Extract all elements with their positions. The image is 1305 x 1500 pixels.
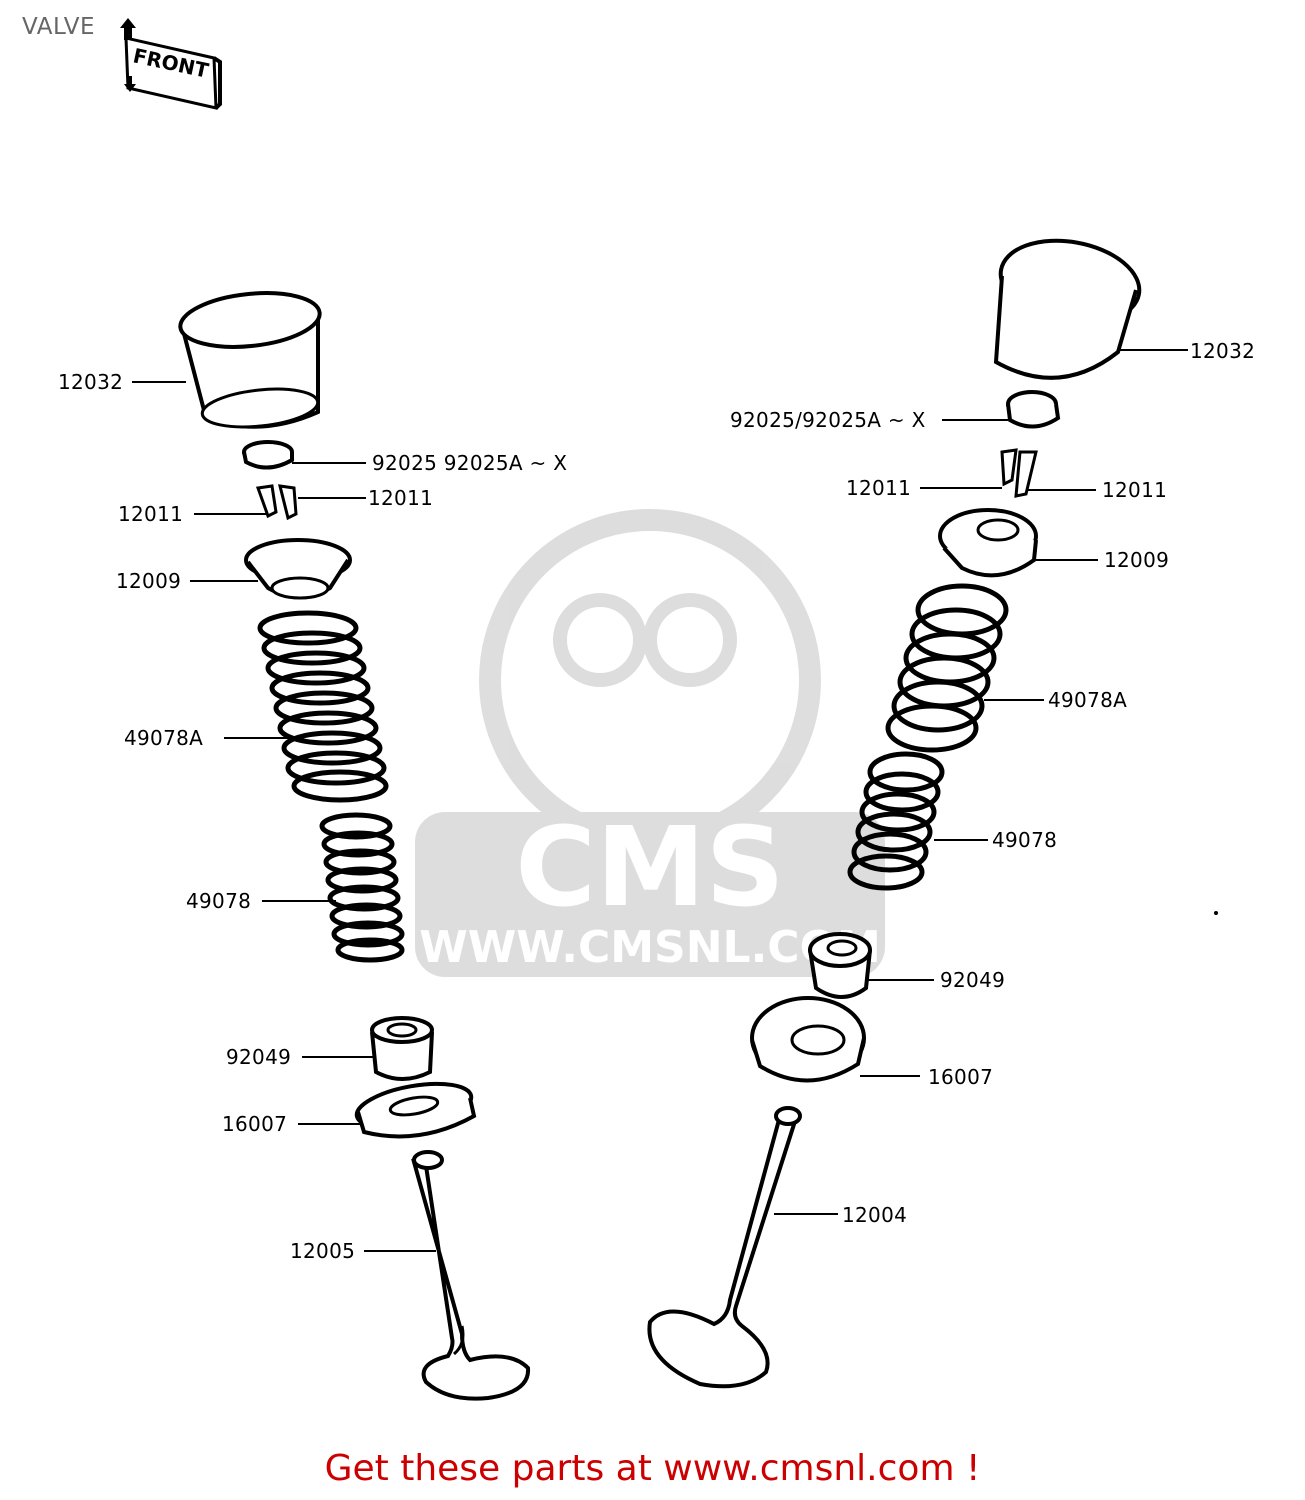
- left-retainer-label: 12009: [116, 569, 181, 593]
- right-spring-seat-part: [750, 996, 866, 1083]
- right-tappet-part: [993, 238, 1142, 380]
- right-outer-spring-part: [885, 583, 1009, 753]
- left-spring-seat-part: [354, 1081, 477, 1139]
- right-inner-spring-label: 49078: [992, 828, 1057, 852]
- right-stem-seal-part: [808, 932, 872, 999]
- right-shim-part: [1006, 390, 1061, 429]
- right-retainer-label: 12009: [1104, 548, 1169, 572]
- left-shim-part: [242, 440, 294, 470]
- left-outer-spring-label: 49078A: [124, 726, 203, 750]
- left-shim-label: 92025 92025A ~ X: [372, 451, 567, 475]
- left-stem-seal-part: [370, 1016, 434, 1081]
- right-inner-spring-part: [847, 751, 945, 891]
- watermark-mascot: [479, 509, 821, 851]
- page-title: VALVE: [22, 14, 96, 40]
- footer-link[interactable]: Get these parts at www.cmsnl.com !: [324, 1448, 981, 1489]
- left-cotter-right-label: 12011: [368, 486, 433, 510]
- watermark-url: WWW.CMSNL.COM: [419, 922, 881, 973]
- right-shim-label: 92025/92025A ~ X: [730, 408, 926, 432]
- left-tappet-label: 12032: [58, 370, 123, 394]
- right-valve-assembly: [647, 238, 1142, 1389]
- right-stem-seal-label: 92049: [940, 968, 1005, 992]
- right-cotter-right-label: 12011: [1102, 478, 1167, 502]
- left-valve-part: [411, 1150, 531, 1401]
- right-spring-seat-label: 16007: [928, 1065, 993, 1089]
- right-valve-label: 12004: [842, 1203, 907, 1227]
- left-tappet-part: [178, 291, 322, 429]
- left-stem-seal-label: 92049: [226, 1045, 291, 1069]
- left-cotters-part: [255, 484, 298, 521]
- left-cotter-left-label: 12011: [118, 502, 183, 526]
- watermark-brand: CMS: [515, 803, 784, 931]
- left-inner-spring-label: 49078: [186, 889, 251, 913]
- front-marker: FRONT: [120, 18, 222, 110]
- watermark: CMS WWW.CMSNL.COM: [415, 509, 885, 977]
- right-retainer-part: [938, 508, 1038, 578]
- leader-lines: [132, 349, 1188, 1252]
- left-valve-assembly: [178, 291, 531, 1401]
- left-retainer-part: [244, 538, 352, 600]
- right-outer-spring-label: 49078A: [1048, 688, 1127, 712]
- left-inner-spring-part: [319, 812, 405, 963]
- left-valve-label: 12005: [290, 1239, 355, 1263]
- stray-dot: [1214, 911, 1218, 915]
- right-cotter-left-label: 12011: [846, 476, 911, 500]
- right-valve-part: [647, 1106, 802, 1389]
- left-outer-spring-part: [257, 610, 389, 803]
- right-tappet-label: 12032: [1190, 339, 1255, 363]
- right-cotters-part: [1000, 448, 1038, 498]
- left-spring-seat-label: 16007: [222, 1112, 287, 1136]
